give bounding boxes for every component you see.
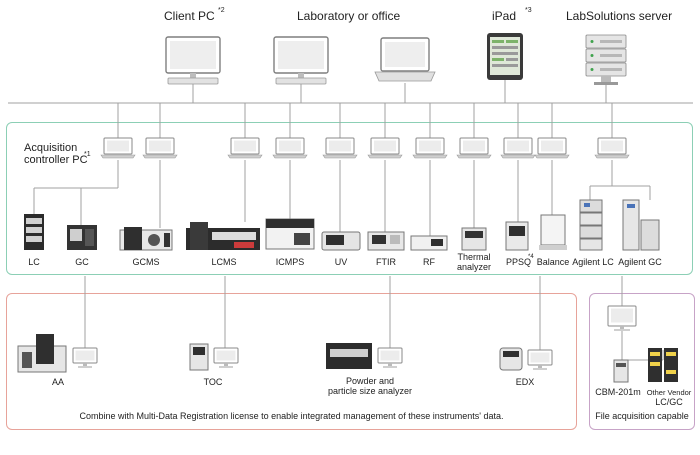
header-lab-office: Laboratory or office	[297, 9, 401, 23]
label-toc: TOC	[203, 377, 223, 387]
header-client-pc-note: *2	[218, 7, 225, 14]
label-cbm: CBM-201m	[595, 387, 641, 397]
label-agilent-lc: Agilent LC	[572, 257, 614, 267]
header-ipad: iPad	[492, 9, 517, 23]
acquisition-label-line1: Acquisition	[24, 142, 78, 154]
label-lc: LC	[28, 257, 40, 267]
label-other-vendor: Other Vendor	[646, 388, 692, 397]
acquisition-box	[6, 122, 693, 275]
file-acq-caption: File acquisition capable	[595, 411, 689, 421]
multi-data-caption: Combine with Multi-Data Registration lic…	[79, 411, 504, 421]
acquisition-label-line2: controller PC	[24, 154, 88, 166]
label-gc: GC	[75, 257, 89, 267]
label-edx: EDX	[515, 377, 535, 387]
label-ftir: FTIR	[376, 257, 396, 267]
header-ipad-note: *3	[525, 7, 532, 14]
file-acquisition-box	[589, 293, 695, 430]
label-rf: RF	[423, 257, 435, 267]
acquisition-label: Acquisition controller PC	[22, 142, 90, 166]
label-uv: UV	[334, 257, 348, 267]
header-client-pc: Client PC	[164, 9, 215, 23]
label-agilent-gc: Agilent GC	[618, 257, 662, 267]
label-analyzer: analyzer	[456, 262, 492, 272]
header-server: LabSolutions server	[566, 9, 673, 23]
acquisition-note: *1	[84, 151, 91, 158]
label-particle: particle size analyzer	[327, 386, 413, 396]
label-other-lcgc: LC/GC	[655, 397, 683, 407]
label-lcms: LCMS	[211, 257, 237, 267]
multi-data-box	[6, 293, 577, 430]
label-gcms: GCMS	[132, 257, 160, 267]
label-aa: AA	[51, 377, 64, 387]
label-balance: Balance	[536, 257, 570, 267]
label-ppsq-note: *4	[528, 254, 534, 260]
label-thermal: Thermal	[457, 252, 491, 262]
label-ppsq: PPSQ	[506, 257, 532, 267]
label-icmps: ICMPS	[275, 257, 305, 267]
label-powder: Powder and	[345, 376, 395, 386]
